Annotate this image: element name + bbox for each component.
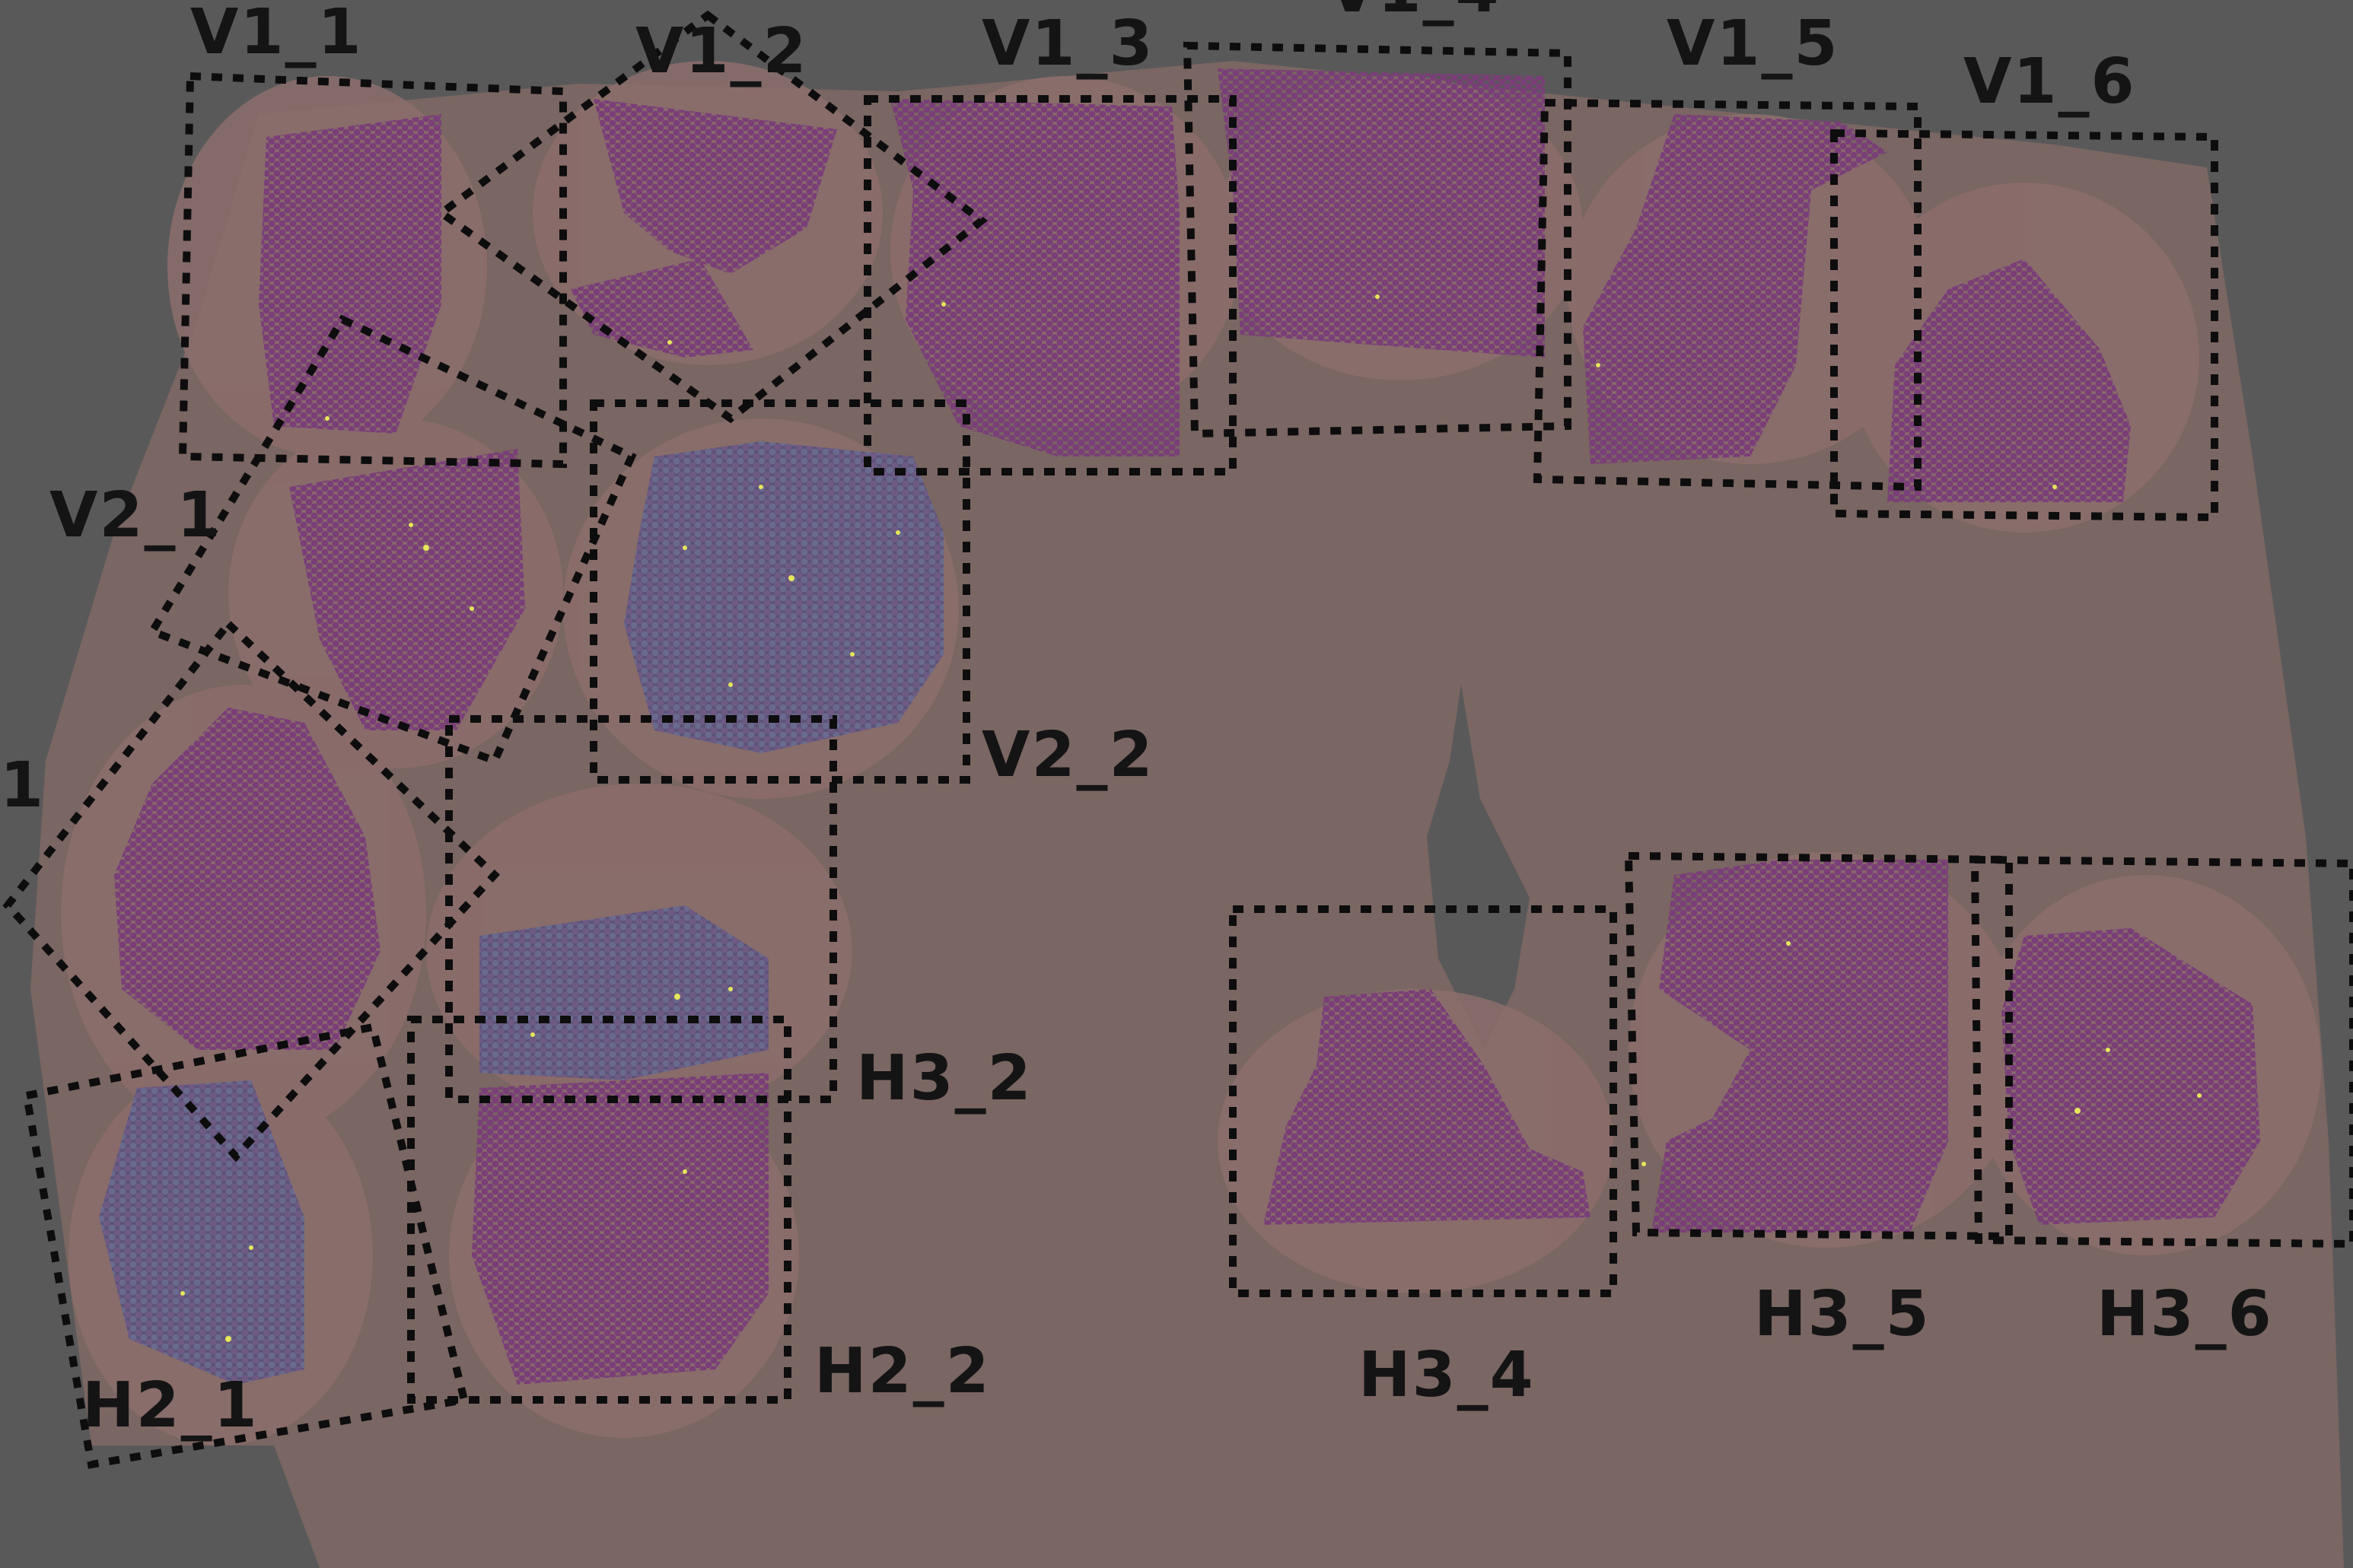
roi-box-h1-1 [2,618,501,1162]
section-v1-5 [1583,114,1887,464]
label-v1-1: V1_1 [190,0,363,68]
roi-box-h3-6 [1970,855,2353,1248]
section-h3-5 [1651,860,1948,1232]
label-v1-5: V1_5 [1667,8,1839,80]
section-v1-2 [594,99,837,274]
roi-box-v1-5 [1533,98,1922,491]
label-h2-2: H2_2 [814,1335,991,1407]
label-v1-2: V1_2 [635,15,808,87]
section-h3-6 [2001,928,2260,1225]
section-v1-1 [259,114,441,434]
roi-box-v1-1 [178,72,567,469]
roi-labels: V1_1 V1_2 V1_3 V1_4 V1_5 V1_6 V2_1 V2_2 … [0,0,2273,1442]
roi-box-v2-2 [590,399,970,784]
label-v1-6: V1_6 [1963,46,2136,118]
section-v1-6 [1887,259,2131,502]
section-v1-3 [890,99,1180,456]
roi-boxes [2,10,2353,1469]
label-h1-1: 1 [0,749,45,822]
roi-box-v1-2 [435,10,989,424]
roi-box-v2-1 [146,314,637,766]
label-h3-2: H3_2 [856,1042,1033,1115]
section-v2-2 [624,441,944,753]
roi-box-h2-2 [407,1016,791,1404]
label-h2-1: H2_1 [82,1369,259,1442]
section-h2-2 [472,1073,769,1385]
section-h2-1 [99,1080,304,1385]
roi-box-h3-2 [445,715,837,1103]
tissue-sections [99,68,2260,1385]
section-v1-2b [571,259,753,358]
label-v1-3: V1_3 [982,8,1154,80]
label-v2-2: V2_2 [982,719,1154,791]
tissue-notch [1427,685,1530,1050]
label-v2-1: V2_1 [49,479,222,552]
roi-box-v1-4 [1183,41,1571,438]
section-h3-2 [479,905,769,1080]
section-v2-1 [289,449,525,730]
label-h3-6: H3_6 [2097,1278,2273,1350]
label-v1-4: V1_4 [1328,0,1501,27]
roi-box-v1-3 [864,95,1237,475]
roi-box-h2-1 [22,1023,470,1469]
section-v1-4 [1218,68,1545,358]
section-h1-1 [114,708,380,1050]
bright-spots [180,294,2202,1342]
section-h3-4 [1263,989,1590,1225]
label-h3-5: H3_5 [1754,1278,1931,1350]
label-h3-4: H3_4 [1358,1339,1535,1411]
